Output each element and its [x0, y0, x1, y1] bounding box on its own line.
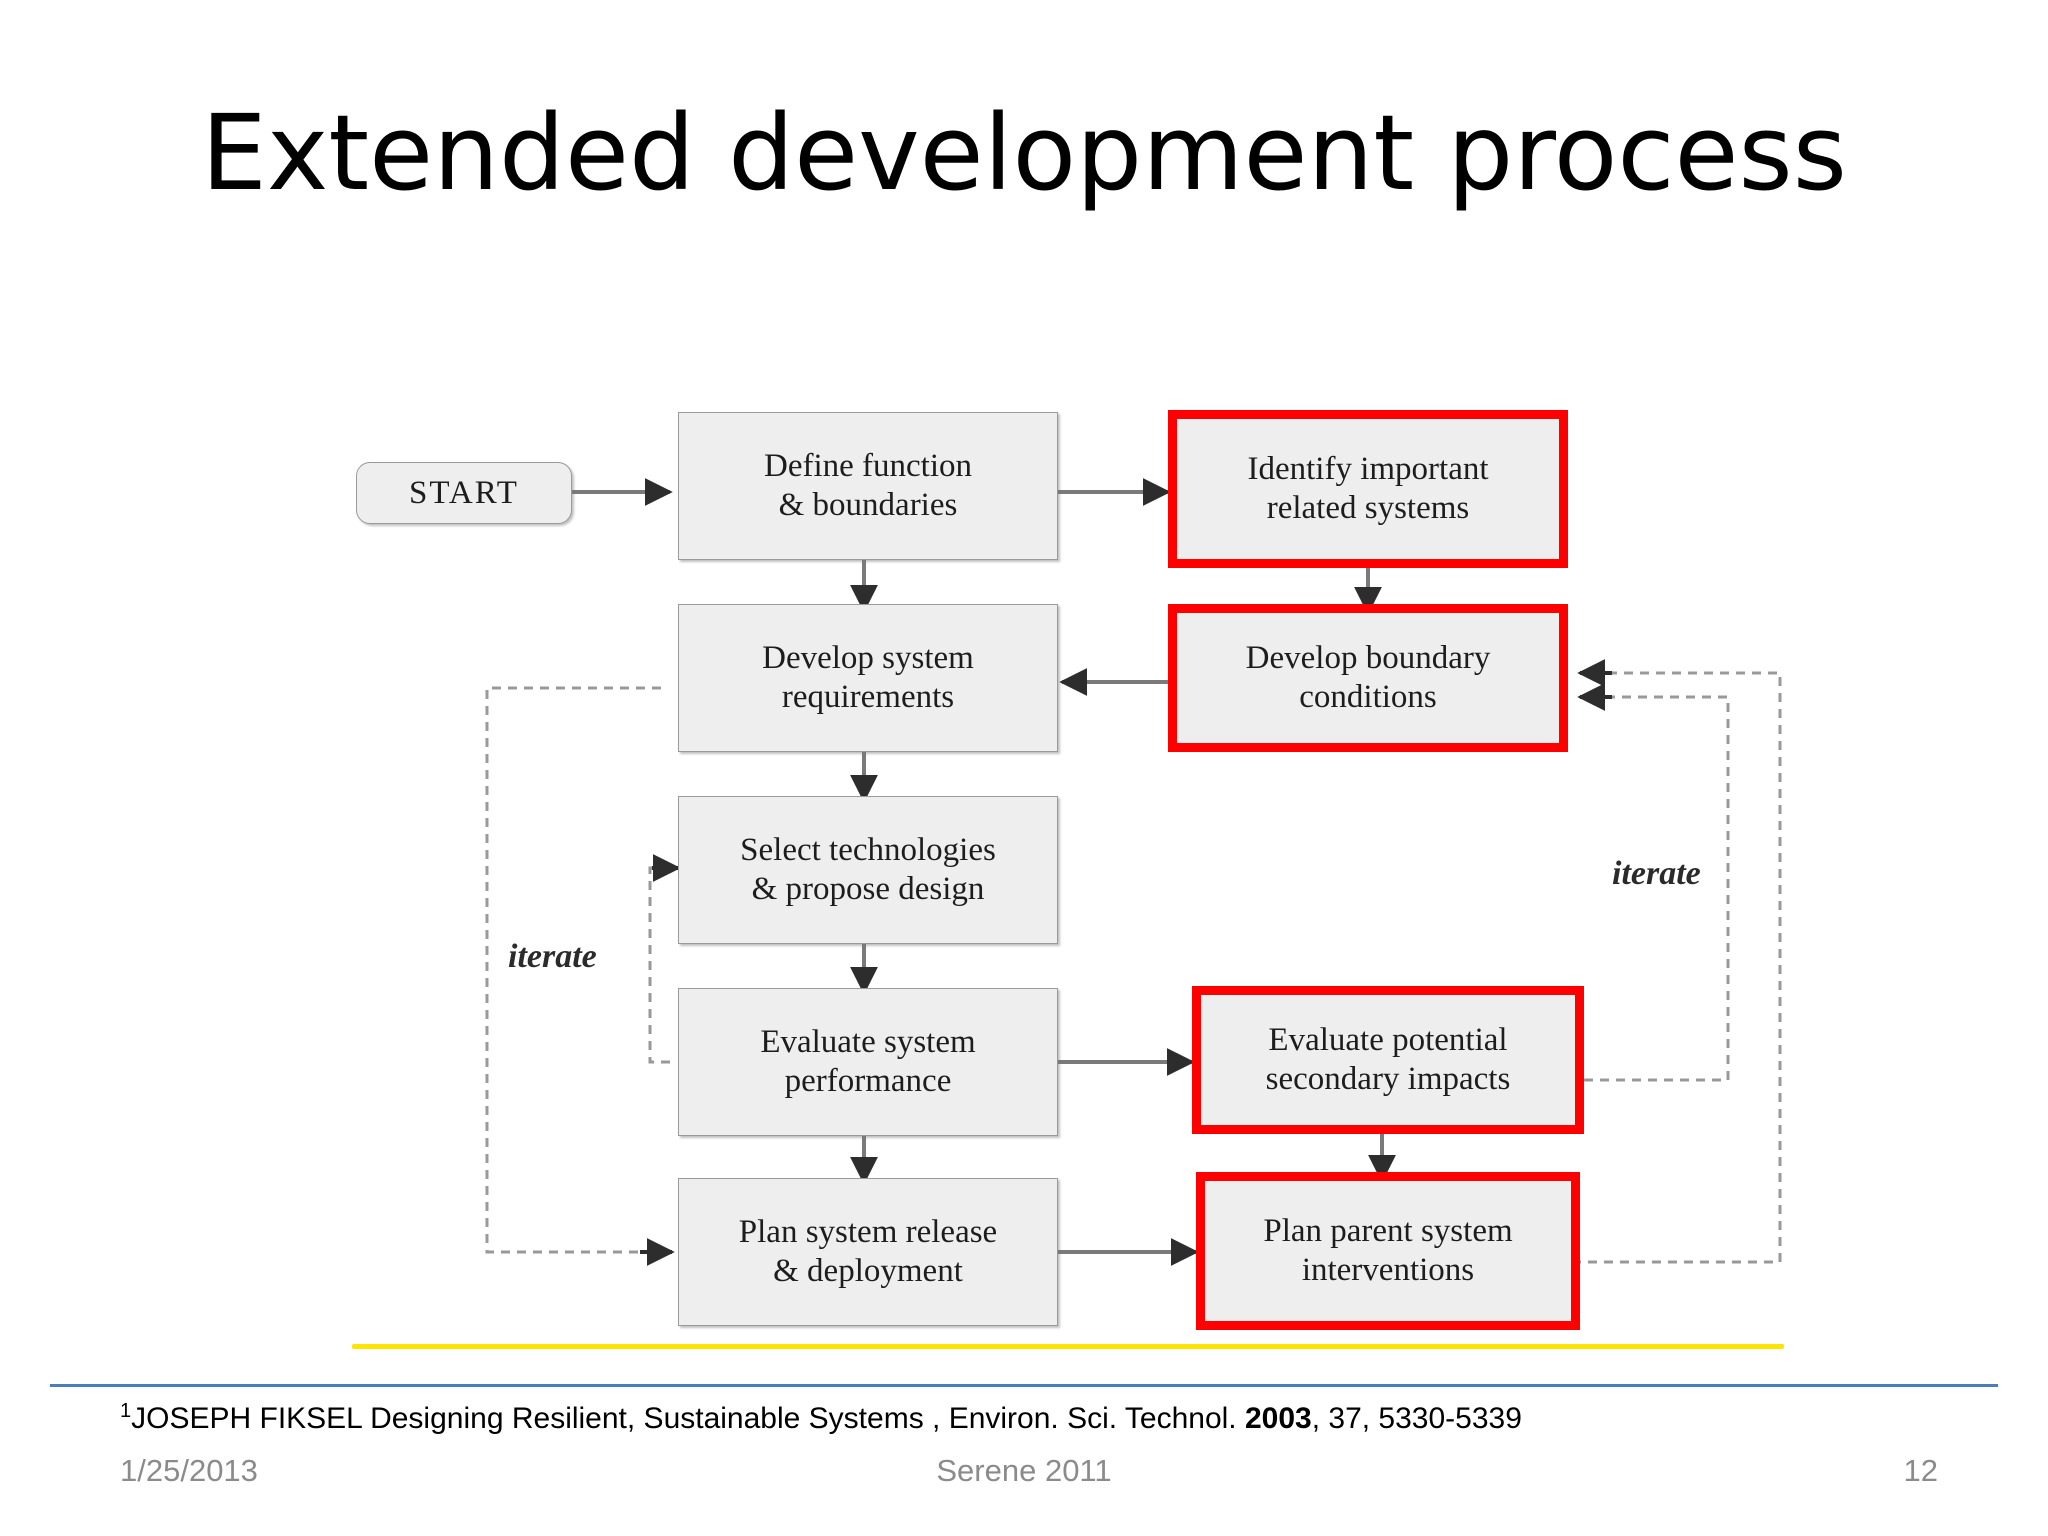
node-identify-related-systems-line-2: related systems — [1266, 490, 1470, 526]
page-number: 12 — [1903, 1453, 1938, 1488]
node-start[interactable]: START — [356, 462, 572, 524]
process-flow-diagram: START Define function & boundaries Ident… — [352, 410, 1784, 1349]
node-select-technologies[interactable]: Select technologies & propose design — [678, 796, 1058, 944]
node-develop-boundary-conditions-line-2: conditions — [1299, 679, 1437, 715]
node-plan-system-release-line-2: & deployment — [773, 1253, 963, 1289]
node-identify-related-systems[interactable]: Identify important related systems — [1168, 410, 1568, 568]
node-evaluate-system-performance-line-1: Evaluate system — [760, 1024, 976, 1061]
page-title: Extended development process — [201, 92, 1847, 214]
node-define-function-line-1: Define function — [763, 448, 972, 485]
node-plan-system-release[interactable]: Plan system release & deployment — [678, 1178, 1058, 1326]
node-develop-system-requirements-line-1: Develop system — [762, 640, 974, 677]
node-develop-boundary-conditions-line-1: Develop boundary — [1245, 640, 1491, 677]
node-start-line-1: START — [409, 474, 519, 511]
iterate-label-left: iterate — [508, 938, 597, 975]
node-evaluate-system-performance[interactable]: Evaluate system performance — [678, 988, 1058, 1136]
node-develop-boundary-conditions[interactable]: Develop boundary conditions — [1168, 604, 1568, 752]
citation-text: 1JOSEPH FIKSEL Designing Resilient, Sust… — [120, 1400, 1522, 1436]
node-plan-parent-interventions[interactable]: Plan parent system interventions — [1196, 1172, 1580, 1330]
yellow-accent-rule — [352, 1344, 1784, 1349]
loop-interventions-to-boundary — [1572, 671, 1782, 1264]
node-identify-related-systems-line-1: Identify important — [1247, 451, 1489, 488]
node-define-function[interactable]: Define function & boundaries — [678, 412, 1058, 560]
footer-date: 1/25/2013 — [120, 1453, 258, 1488]
node-plan-parent-interventions-line-2: interventions — [1301, 1252, 1475, 1288]
node-plan-system-release-line-1: Plan system release — [738, 1214, 998, 1251]
node-evaluate-system-performance-line-2: performance — [784, 1063, 952, 1099]
citation-superscript: 1 — [120, 1400, 132, 1422]
node-develop-system-requirements[interactable]: Develop system requirements — [678, 604, 1058, 752]
node-select-technologies-line-1: Select technologies — [740, 832, 996, 869]
citation-suffix: , 37, 5330-5339 — [1311, 1402, 1522, 1435]
node-evaluate-secondary-impacts[interactable]: Evaluate potential secondary impacts — [1192, 986, 1584, 1134]
citation-prefix: JOSEPH FIKSEL Designing Resilient, Susta… — [131, 1402, 1245, 1435]
node-select-technologies-line-2: & propose design — [751, 871, 985, 907]
footer-event: Serene 2011 — [936, 1453, 1112, 1488]
node-evaluate-secondary-impacts-line-2: secondary impacts — [1265, 1061, 1511, 1097]
node-define-function-line-2: & boundaries — [778, 487, 958, 523]
node-plan-parent-interventions-line-1: Plan parent system — [1263, 1213, 1513, 1250]
node-evaluate-secondary-impacts-line-1: Evaluate potential — [1268, 1022, 1508, 1059]
loop-secondary-to-boundary — [1568, 695, 1730, 1082]
node-develop-system-requirements-line-2: requirements — [781, 679, 955, 715]
iterate-label-right: iterate — [1612, 855, 1701, 892]
loop-evaluate-to-select — [648, 866, 670, 1064]
diagram-connectors — [485, 478, 1782, 1266]
citation-year: 2003 — [1244, 1402, 1312, 1435]
loop-plan-to-requirements — [485, 686, 670, 1254]
footer-divider — [50, 1384, 1998, 1387]
